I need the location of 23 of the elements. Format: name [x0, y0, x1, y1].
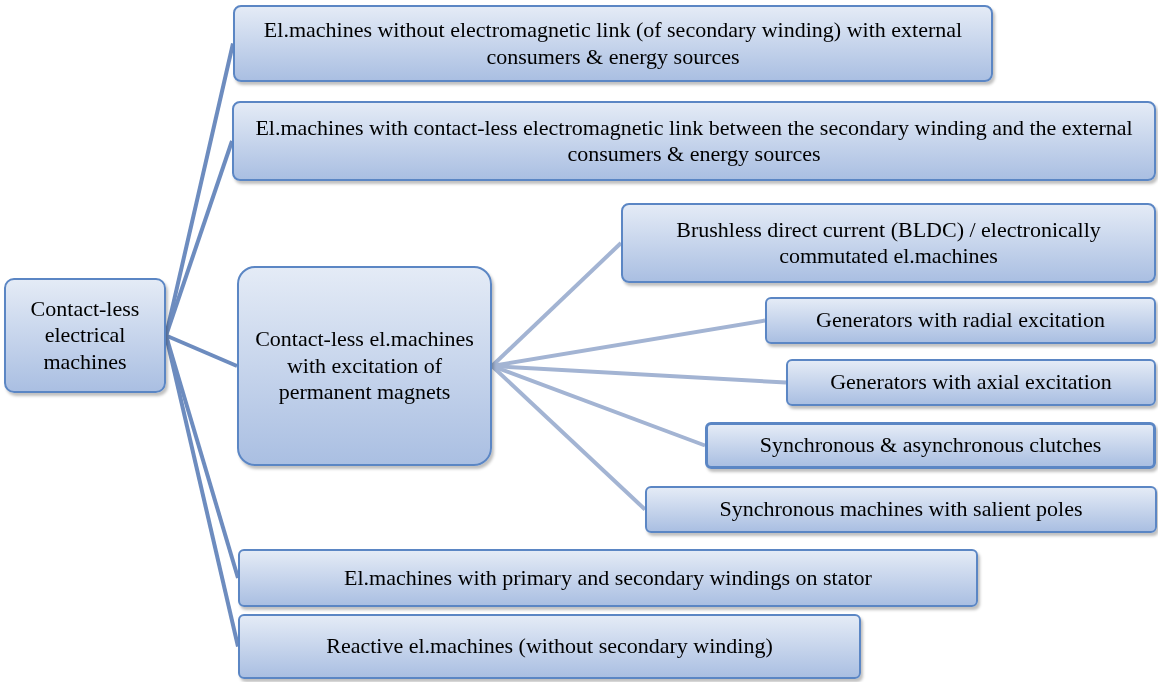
- category-box: [233, 5, 993, 82]
- category-box: [786, 359, 1156, 406]
- category-box: [765, 297, 1156, 344]
- category-label: Synchronous & asynchronous clutches: [759, 432, 1102, 459]
- category-label: Synchronous machines with salient poles: [719, 496, 1083, 523]
- category-box: [645, 486, 1157, 533]
- category-label: Contact-less el.machines with excitation of permanent magnets: [254, 326, 475, 406]
- category-box: [237, 266, 492, 466]
- category-label: Generators with radial excitation: [816, 307, 1105, 334]
- category-box: [621, 203, 1156, 283]
- connector-line: [165, 333, 238, 368]
- category-box: [232, 101, 1156, 181]
- category-label: El.machines with contact-less electromagnetic link between the secondary winding and the external consumers & energy sources: [254, 114, 1134, 168]
- category-label: El.machines with primary and secondary windings on stator: [344, 564, 872, 592]
- category-label: Generators with axial excitation: [830, 369, 1112, 396]
- category-label: Brushless direct current (BLDC) / electronically commutated el.machines: [675, 216, 1102, 270]
- category-box: [238, 549, 978, 607]
- category-label: Contact-less electrical machines: [29, 295, 141, 376]
- category-label: Reactive el.machines (without secondary winding): [326, 633, 773, 660]
- category-label: El.machines without electromagnetic link (of secondary winding) with external consumers & energy sources: [262, 17, 964, 70]
- category-box: [238, 614, 861, 679]
- category-box: [705, 422, 1156, 469]
- category-box: [4, 278, 166, 393]
